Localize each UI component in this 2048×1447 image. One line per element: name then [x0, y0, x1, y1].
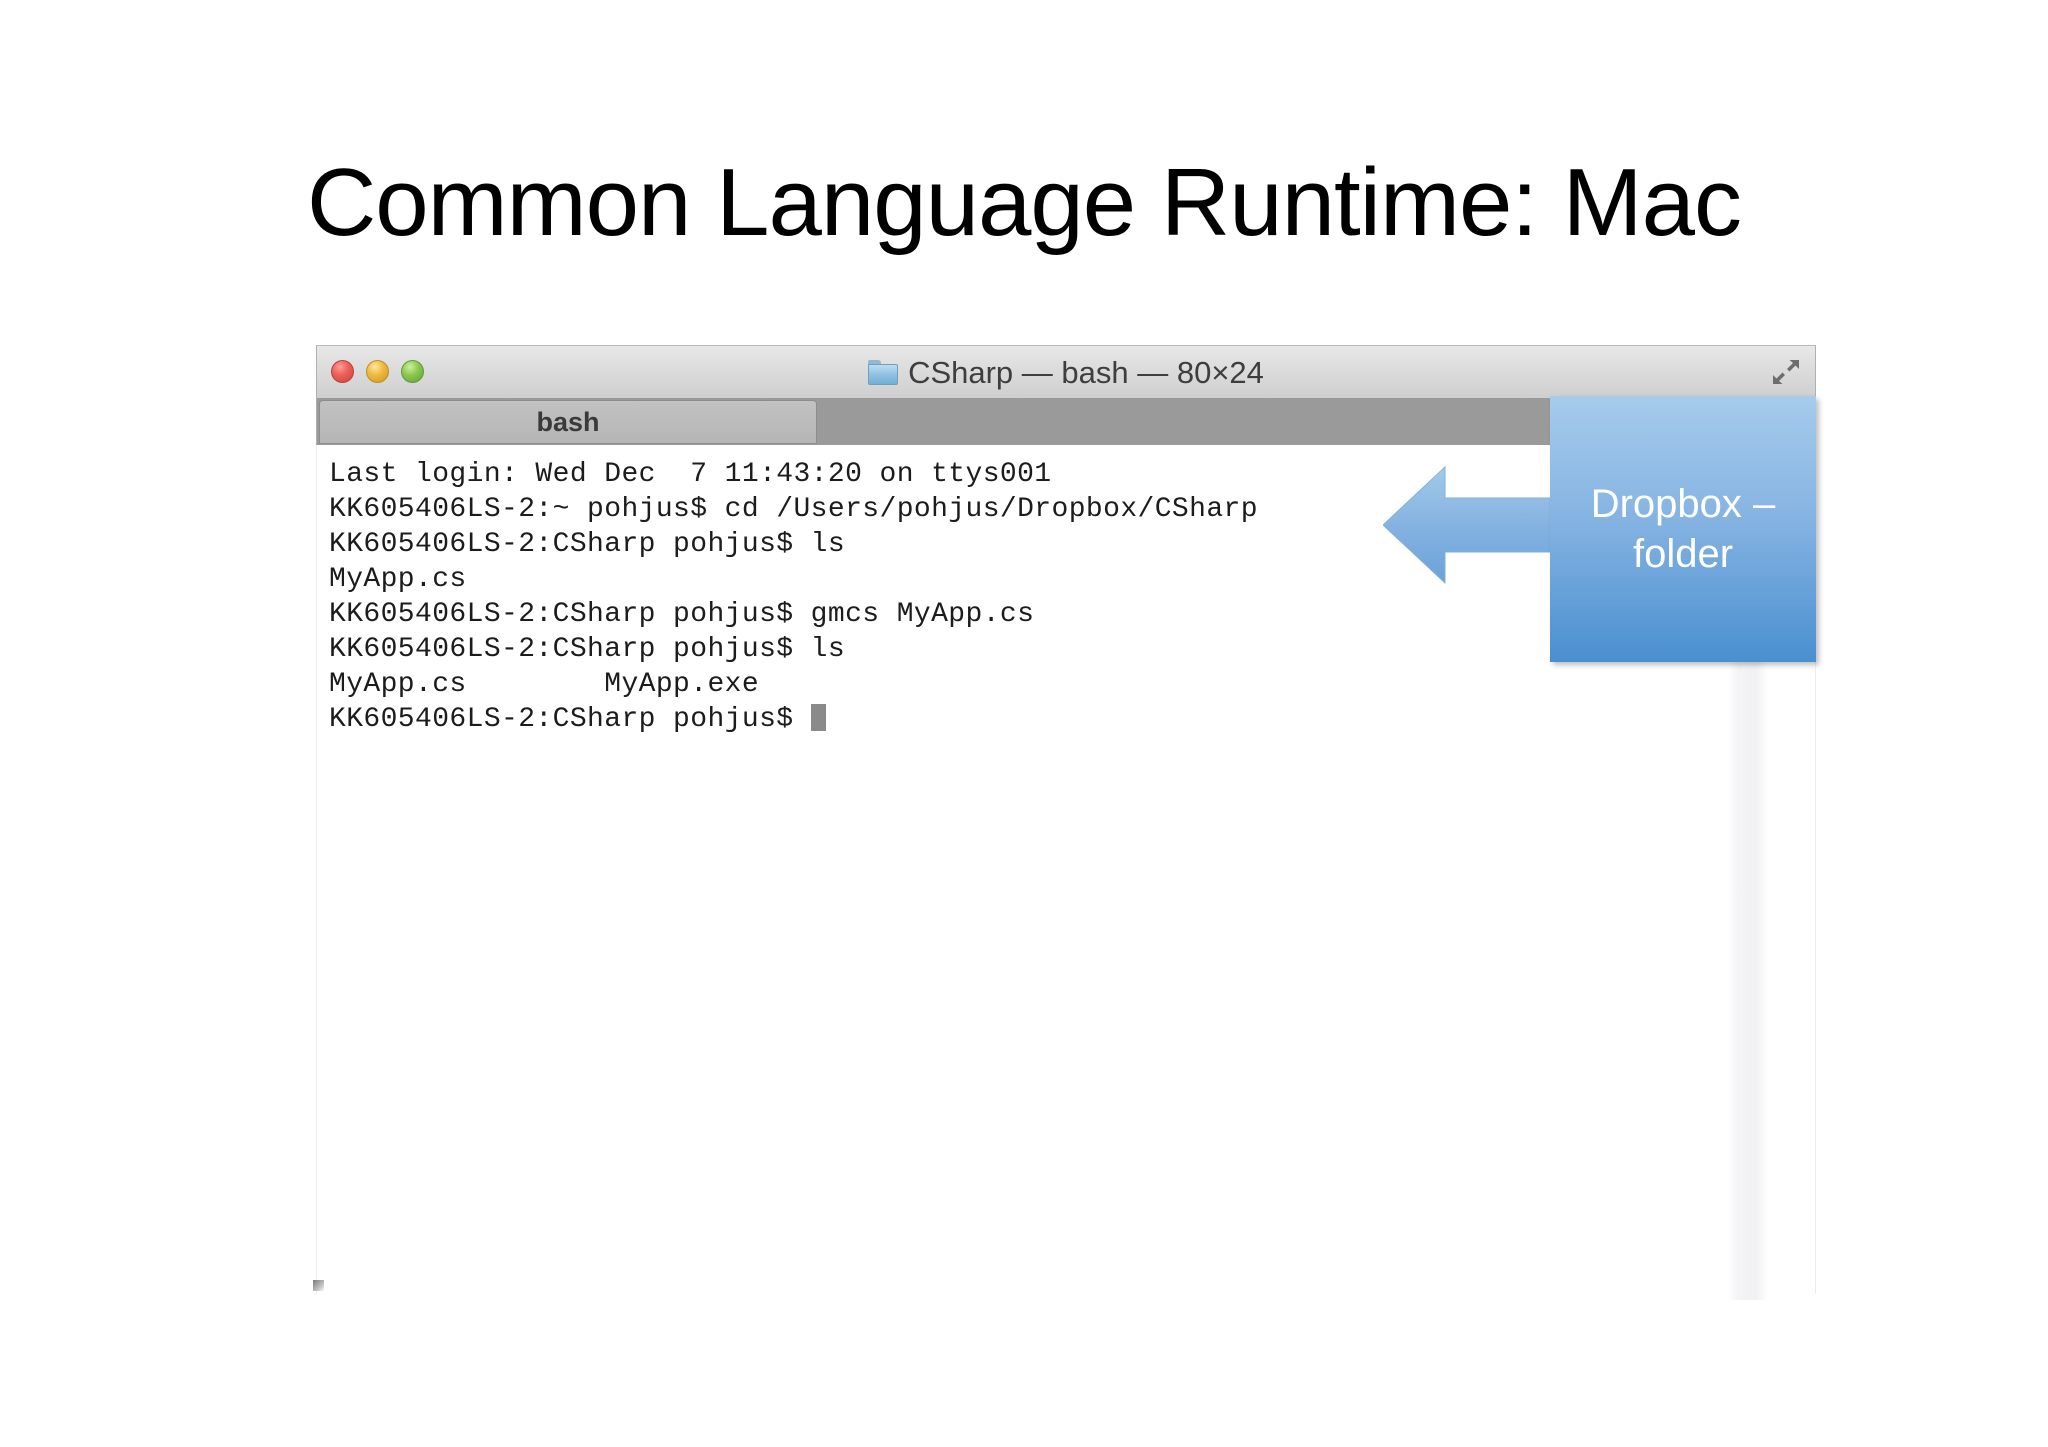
tab-bash-label: bash: [536, 406, 600, 437]
terminal-line: MyApp.cs: [329, 564, 467, 595]
terminal-line: KK605406LS-2:CSharp pohjus$ ls: [329, 529, 846, 560]
terminal-line: KK605406LS-2:~ pohjus$ cd /Users/pohjus/…: [329, 494, 1258, 525]
tab-bash[interactable]: bash: [319, 400, 817, 444]
terminal-line: MyApp.cs MyApp.exe: [329, 669, 760, 700]
callout-left-arrow-icon: [1383, 465, 1623, 585]
window-titlebar[interactable]: CSharp — bash — 80×24: [316, 345, 1816, 398]
page-title: Common Language Runtime: Mac: [306, 149, 1742, 256]
terminal-line: Last login: Wed Dec 7 11:43:20 on ttys00…: [329, 459, 1052, 490]
terminal-line: KK605406LS-2:CSharp pohjus$ gmcs MyApp.c…: [329, 599, 1035, 630]
terminal-line: KK605406LS-2:CSharp pohjus$ ls: [329, 634, 846, 665]
window-title-label: CSharp — bash — 80×24: [908, 354, 1264, 390]
window-bottom-left-corner-mark: [313, 1280, 324, 1291]
terminal-prompt-line: KK605406LS-2:CSharp pohjus$: [329, 702, 1815, 737]
callout-line-2: folder: [1632, 532, 1734, 576]
window-controls: [331, 360, 424, 383]
terminal-prompt-text: KK605406LS-2:CSharp pohjus$: [329, 704, 811, 735]
close-window-button[interactable]: [331, 360, 354, 383]
folder-icon: [868, 360, 899, 385]
callout-label: Dropbox – folder: [1577, 479, 1790, 579]
maximize-window-button[interactable]: [401, 360, 424, 383]
fullscreen-icon[interactable]: [1771, 357, 1801, 387]
callout-line-1: Dropbox –: [1590, 482, 1776, 526]
minimize-window-button[interactable]: [366, 360, 389, 383]
callout-box: Dropbox – folder: [1550, 396, 1816, 662]
window-right-edge-band: [1728, 660, 1768, 1300]
window-title-group: CSharp — bash — 80×24: [317, 346, 1815, 399]
terminal-cursor: [810, 704, 826, 731]
